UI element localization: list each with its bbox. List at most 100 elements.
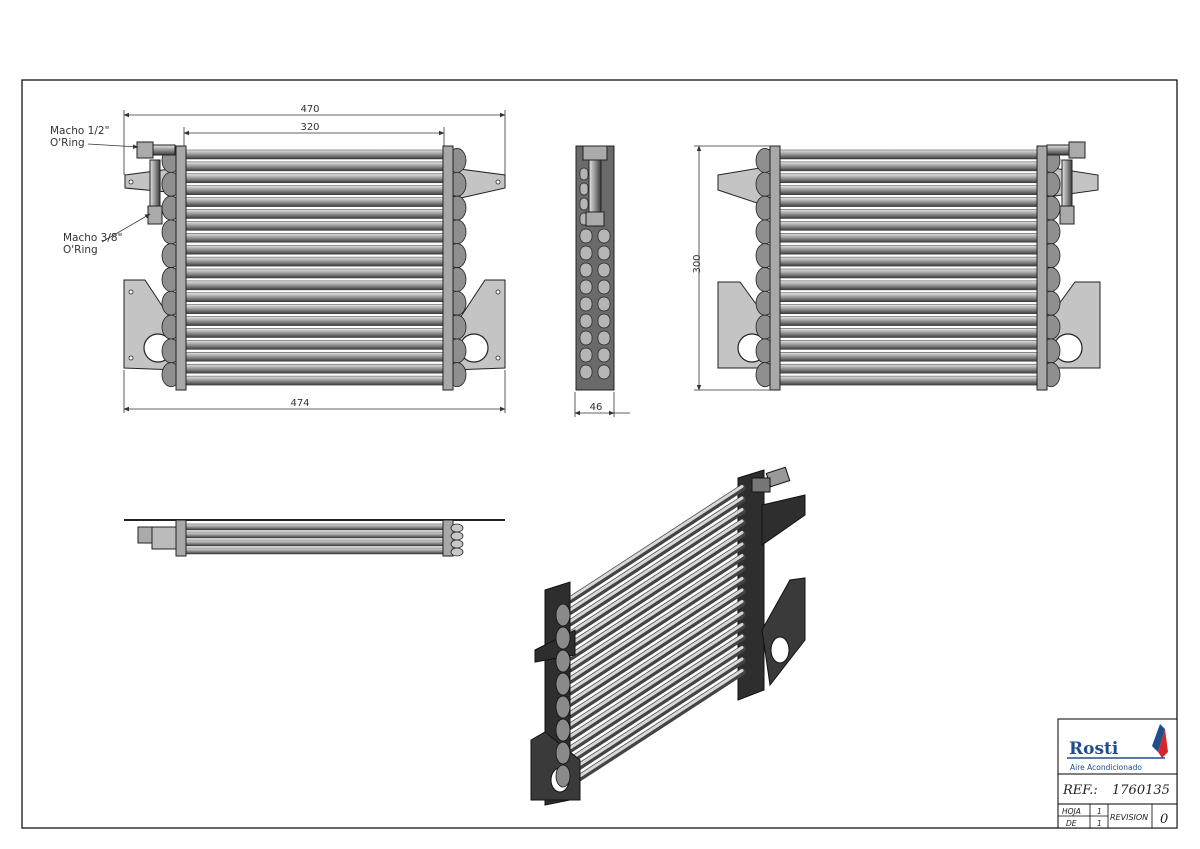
side-loop <box>597 330 611 346</box>
front-view <box>123 141 506 391</box>
tube-highlight <box>568 496 744 612</box>
tube <box>777 233 1041 243</box>
logo-text: Rosti <box>1069 739 1119 759</box>
tube <box>183 256 447 267</box>
tube <box>183 375 447 386</box>
fitting-half-inch <box>136 141 154 159</box>
revision-label: REVISION <box>1110 813 1148 822</box>
tube-highlight <box>568 542 744 658</box>
tube <box>777 161 1041 172</box>
de-value: 1 <box>1097 819 1102 828</box>
tube-highlight <box>568 485 744 600</box>
side-loop <box>579 330 593 346</box>
callout-fitting-small-line2: O'Ring <box>63 244 98 256</box>
tube-highlight <box>568 669 744 784</box>
tube <box>183 244 447 255</box>
fitting-three-eighths <box>147 205 163 225</box>
side-loop <box>579 296 593 312</box>
tube-highlight <box>568 588 744 704</box>
tube <box>183 149 447 160</box>
dim-overall-width-top: 470 <box>300 104 319 115</box>
title-block: Rosti Aire Acondicionado REF.: 1760135 H… <box>1057 718 1178 829</box>
side-loop <box>579 347 593 363</box>
de-label: DE <box>1066 819 1077 828</box>
side-loop <box>597 364 611 380</box>
tube <box>183 173 447 184</box>
tube <box>183 316 447 326</box>
tube <box>183 221 447 231</box>
side-loop <box>597 228 611 244</box>
tube <box>183 185 447 195</box>
tube <box>183 304 447 314</box>
dimensions <box>87 110 770 417</box>
dim-overall-width-bottom: 474 <box>290 398 309 409</box>
tube-highlight <box>568 646 744 761</box>
tube <box>183 209 447 219</box>
side-loop <box>579 279 593 295</box>
tube <box>777 292 1041 303</box>
tube <box>777 280 1041 291</box>
sheet-frame <box>21 79 1178 829</box>
tube-highlight <box>568 600 744 715</box>
tube <box>777 197 1041 207</box>
tube <box>183 363 447 374</box>
side-loop <box>579 167 589 181</box>
dim-core-width: 320 <box>300 122 319 133</box>
return-bend <box>555 626 571 650</box>
callout-fitting-large-line1: Macho 1/2" <box>50 125 109 137</box>
tube-highlight <box>568 634 744 750</box>
return-bend <box>555 718 571 742</box>
tube-highlight <box>568 611 744 727</box>
callouts: Macho 1/2" O'Ring Macho 3/8" O'Ring <box>50 125 122 256</box>
isometric-view <box>530 466 806 806</box>
side-loop <box>597 279 611 295</box>
rosti-logo: Rosti Aire Acondicionado <box>1067 724 1168 772</box>
tube <box>183 197 447 207</box>
tube-highlight <box>568 565 744 681</box>
tube <box>183 547 447 555</box>
tube <box>777 209 1041 219</box>
tube <box>777 185 1041 195</box>
tube <box>777 328 1041 338</box>
side-loop <box>579 364 593 380</box>
tube <box>777 221 1041 231</box>
tube-highlight <box>568 531 744 646</box>
side-loop <box>579 197 589 211</box>
hoja-value: 1 <box>1097 807 1102 816</box>
side-loop <box>579 313 593 329</box>
tube <box>183 268 447 279</box>
tube <box>777 316 1041 326</box>
return-bend <box>555 649 571 673</box>
tube <box>183 328 447 338</box>
tube-sheet-left <box>175 145 187 391</box>
tube <box>777 375 1041 386</box>
pipe-vertical <box>149 159 161 209</box>
side-loop <box>597 347 611 363</box>
hoja-label: HOJA <box>1062 807 1081 816</box>
tube <box>183 531 447 539</box>
dimension-labels: 470 320 474 46 300 <box>290 104 703 413</box>
tube <box>777 244 1041 255</box>
return-bend <box>555 741 571 765</box>
tube <box>777 304 1041 314</box>
revision-value: 0 <box>1160 812 1168 827</box>
tube <box>777 256 1041 267</box>
callout-fitting-large-line2: O'Ring <box>50 137 85 149</box>
tube <box>183 233 447 243</box>
tube-highlight <box>568 577 744 692</box>
tube <box>777 363 1041 374</box>
tube <box>777 352 1041 362</box>
tube <box>777 173 1041 184</box>
return-bend <box>555 764 571 788</box>
side-loop <box>597 245 611 261</box>
side-view <box>575 145 615 391</box>
return-bends <box>161 148 467 388</box>
tube <box>777 149 1041 160</box>
side-loop <box>597 296 611 312</box>
tube-highlight <box>568 554 744 669</box>
dim-depth: 46 <box>590 402 603 413</box>
ref-value: 1760135 <box>1112 783 1170 798</box>
tube <box>183 292 447 303</box>
tube-sheet-right <box>442 145 454 391</box>
